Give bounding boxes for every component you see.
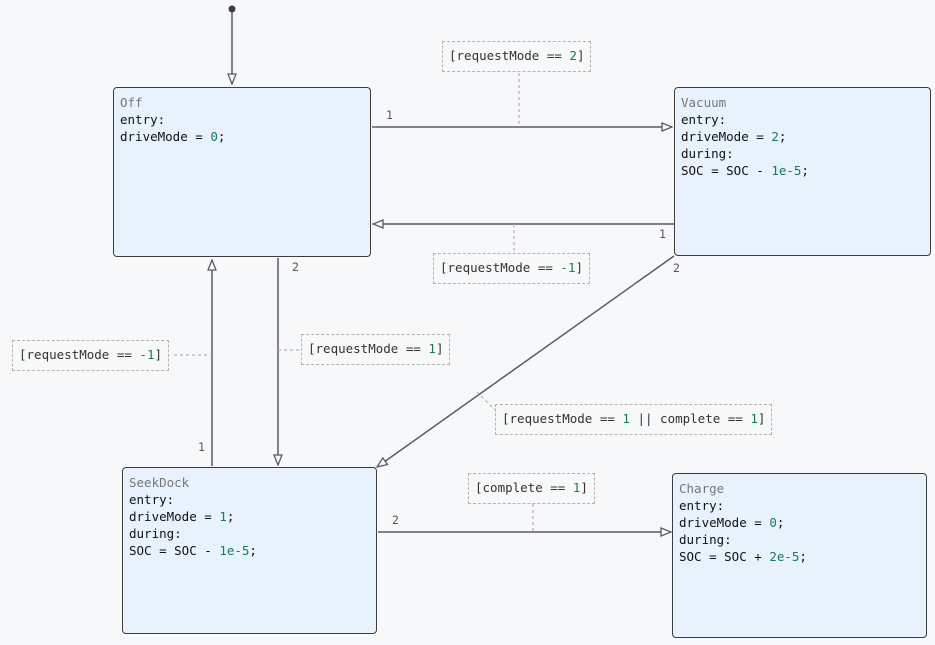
number-literal: 1 xyxy=(428,341,436,356)
code-text: ; xyxy=(226,509,235,524)
guard-vacuum-off[interactable]: [requestMode == -1] xyxy=(433,253,591,284)
state-action-line: entry: xyxy=(129,491,370,508)
code-text: ; xyxy=(776,515,785,530)
code-text: SOC = SOC + xyxy=(679,549,770,564)
state-action-line: driveMode = 2; xyxy=(681,128,924,145)
code-text: ] xyxy=(154,347,163,362)
code-text: [requestMode == xyxy=(308,341,429,356)
guard-connector-vacuum-seekdock xyxy=(476,391,496,411)
state-action-line: SOC = SOC + 2e-5; xyxy=(679,548,920,565)
priority-seekdock-charge: 2 xyxy=(392,513,399,527)
code-text: ] xyxy=(575,260,584,275)
guard-off-vacuum[interactable]: [requestMode == 2] xyxy=(442,41,592,72)
state-action-line: entry: xyxy=(120,111,364,128)
state-action-line: entry: xyxy=(681,111,924,128)
state-action-line: during: xyxy=(129,525,370,542)
initial-node xyxy=(228,5,236,13)
guard-seekdock-off[interactable]: [requestMode == -1] xyxy=(12,340,170,371)
state-name: Charge xyxy=(679,481,725,496)
state-action-line: SOC = SOC - 1e-5; xyxy=(129,542,370,559)
guard-seekdock-charge[interactable]: [complete == 1] xyxy=(468,473,595,504)
code-text: ] xyxy=(757,411,766,426)
code-text: entry: xyxy=(120,112,166,127)
code-text: [requestMode == xyxy=(502,411,623,426)
state-action-line: entry: xyxy=(679,497,920,514)
code-text: driveMode = xyxy=(681,129,772,144)
number-literal: 1 xyxy=(750,411,758,426)
number-literal: 1e-5 xyxy=(219,543,250,558)
number-literal: 1e-5 xyxy=(771,163,802,178)
code-text: ; xyxy=(799,549,807,564)
code-text: driveMode = xyxy=(120,129,211,144)
number-literal: 1 xyxy=(219,509,227,524)
guard-off-seekdock[interactable]: [requestMode == 1] xyxy=(301,334,451,365)
state-name: SeekDock xyxy=(129,475,190,490)
code-text: ; xyxy=(778,129,787,144)
code-text: SOC = SOC - xyxy=(681,163,772,178)
code-text: SOC = SOC - xyxy=(129,543,220,558)
state-action-line: driveMode = 0; xyxy=(679,514,920,531)
number-literal: 2 xyxy=(569,48,577,63)
state-name: Off xyxy=(120,95,143,110)
priority-vacuum-seekdock: 2 xyxy=(673,261,680,275)
priority-off-seekdock: 2 xyxy=(292,260,299,274)
code-text: || complete == xyxy=(629,411,751,426)
code-text: [requestMode == xyxy=(449,48,570,63)
state-action-line: during: xyxy=(679,531,920,548)
code-text: ] xyxy=(580,480,588,495)
code-text: during: xyxy=(681,146,734,161)
state-name: Vacuum xyxy=(681,95,727,110)
code-text: during: xyxy=(679,532,732,547)
priority-off-vacuum: 1 xyxy=(386,108,393,122)
number-literal: 0 xyxy=(210,129,218,144)
state-action-line: driveMode = 0; xyxy=(120,128,364,145)
code-text: [requestMode == xyxy=(440,260,561,275)
code-text: ; xyxy=(217,129,226,144)
code-text: [requestMode == xyxy=(19,347,140,362)
number-literal: 2e-5 xyxy=(769,549,800,564)
code-text: [complete == xyxy=(475,480,573,495)
code-text: ] xyxy=(576,48,585,63)
state-action-line: driveMode = 1; xyxy=(129,508,370,525)
code-text: entry: xyxy=(129,492,175,507)
code-text: driveMode = xyxy=(679,515,770,530)
number-literal: 1 xyxy=(622,411,630,426)
number-literal: 1 xyxy=(572,480,581,495)
code-text: ] xyxy=(435,341,444,356)
number-literal: -1 xyxy=(560,260,576,275)
code-text: during: xyxy=(129,526,182,541)
code-text: ; xyxy=(249,543,257,558)
number-literal: 0 xyxy=(769,515,777,530)
code-text: entry: xyxy=(681,112,727,127)
number-literal: -1 xyxy=(139,347,155,362)
code-text: driveMode = xyxy=(129,509,220,524)
state-action-line: during: xyxy=(681,145,924,162)
edge-vacuum-seekdock[interactable] xyxy=(377,255,675,467)
code-text: ; xyxy=(801,163,809,178)
state-action-line: SOC = SOC - 1e-5; xyxy=(681,162,924,179)
guard-vacuum-seekdock[interactable]: [requestMode == 1 || complete == 1] xyxy=(495,404,773,435)
priority-seekdock-off: 1 xyxy=(198,440,205,454)
code-text: entry: xyxy=(679,498,725,513)
priority-vacuum-off: 1 xyxy=(659,227,666,241)
number-literal: 2 xyxy=(771,129,779,144)
